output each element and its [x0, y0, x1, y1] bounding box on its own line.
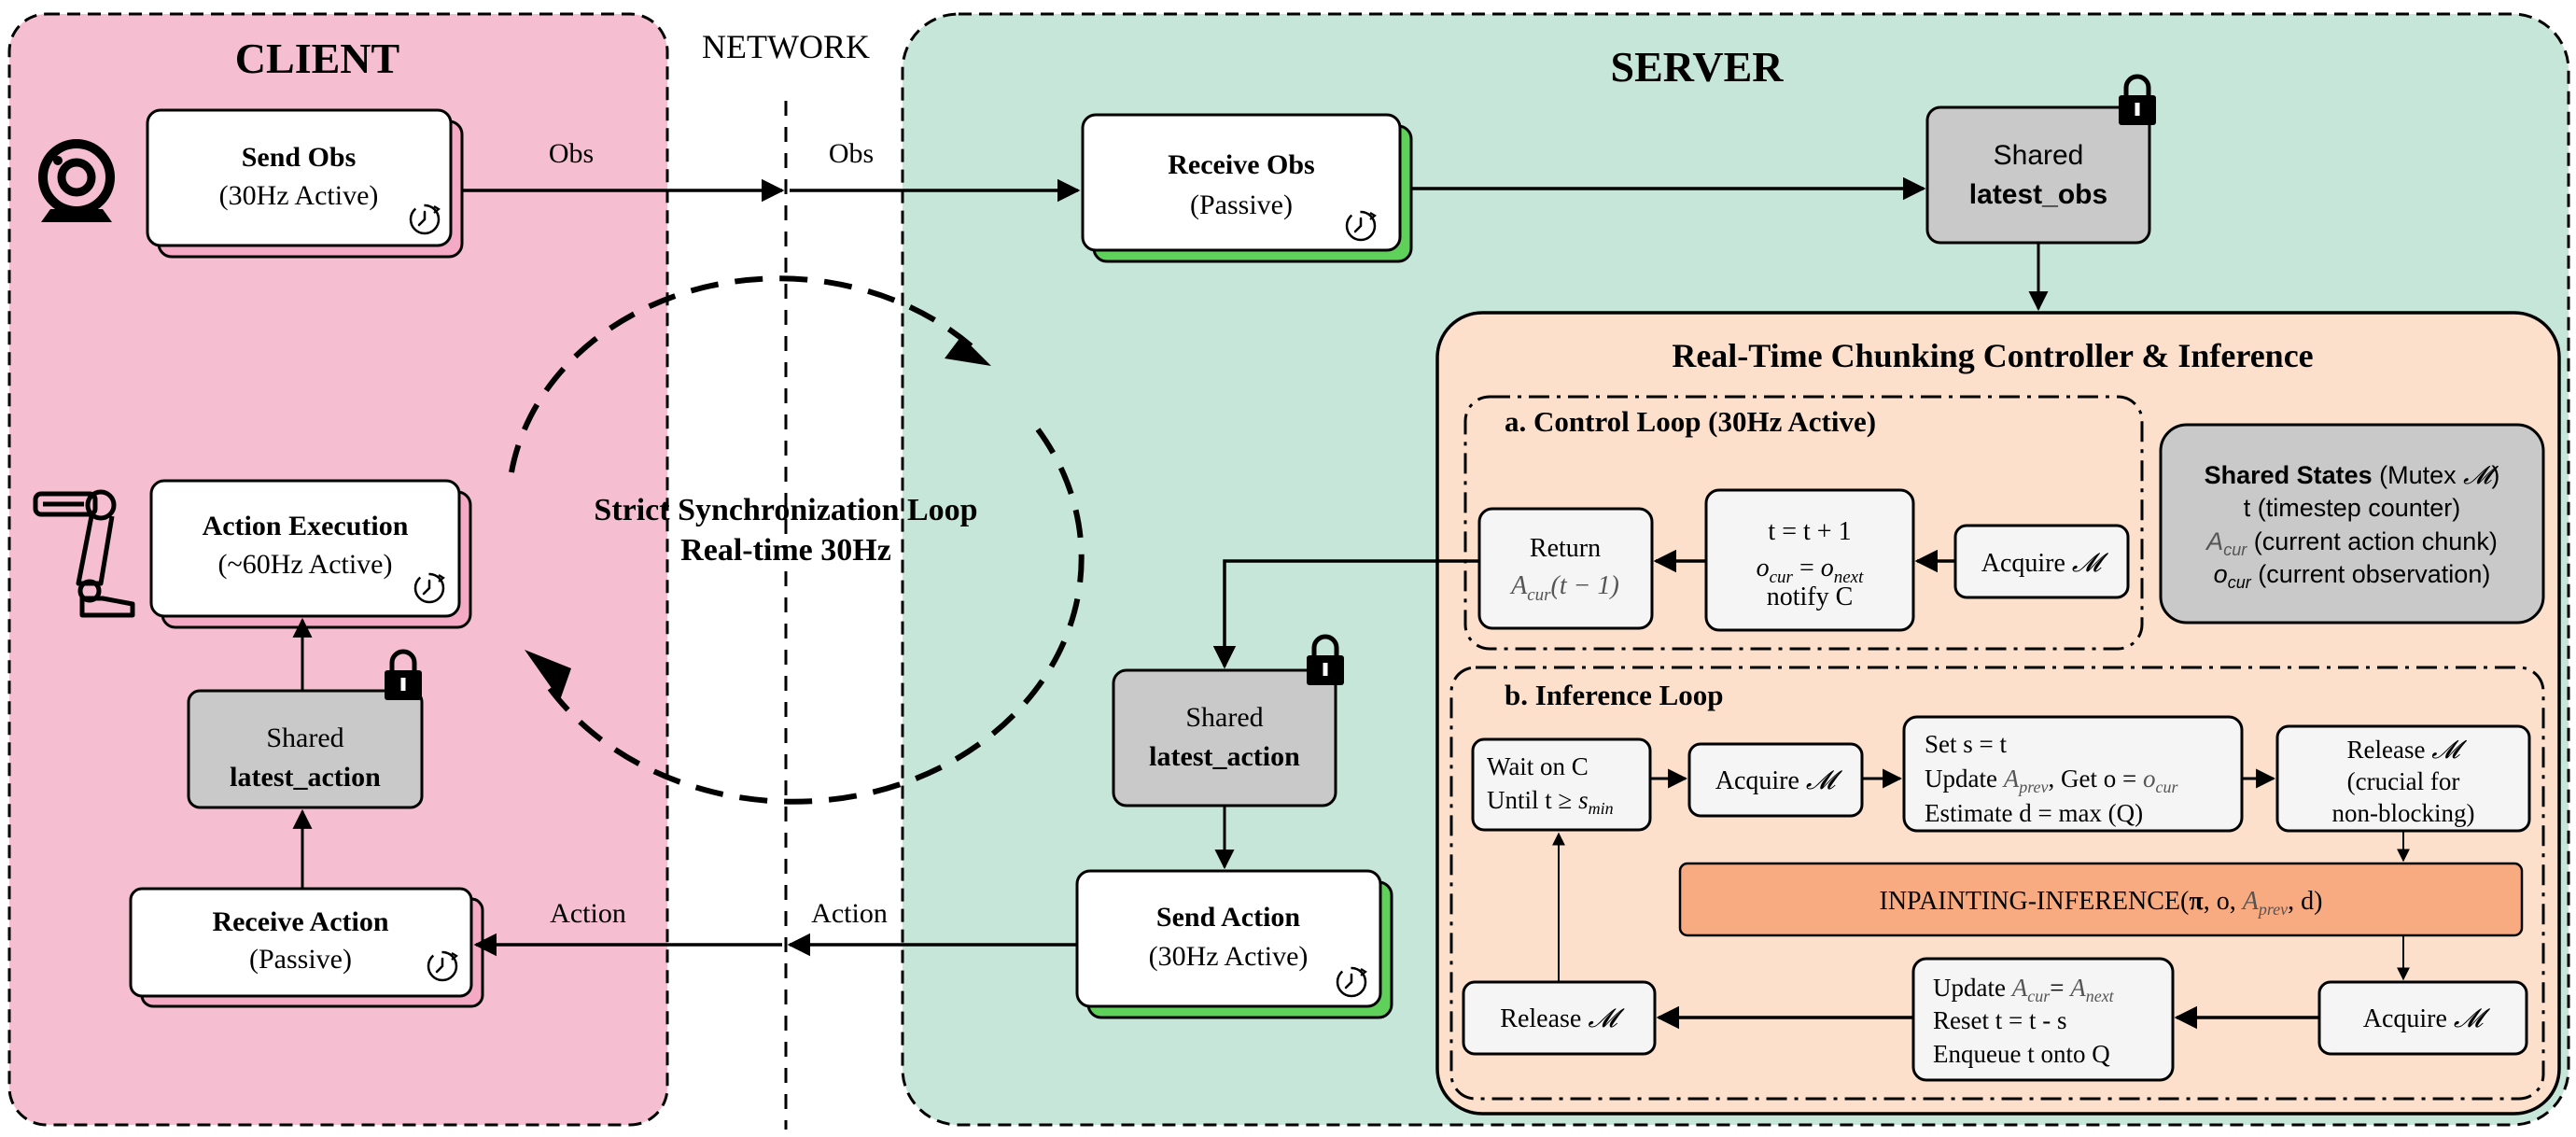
control-acquire-label: Acquire 𝓜: [1981, 549, 2109, 578]
network-title: NETWORK: [702, 28, 870, 65]
release-nonblocking-note: non-blocking): [2332, 799, 2475, 827]
release-crucial-note: (crucial for: [2347, 767, 2460, 795]
shared-obs-label: Shared: [1994, 140, 2084, 171]
server-shared-label: Shared: [1185, 702, 1263, 733]
server-panel: SERVER Receive Obs (Passive) Shared late…: [901, 12, 2570, 1127]
shared-states-t: t (timestep counter): [2244, 494, 2461, 522]
shared-states-title: Shared States (Mutex 𝓜): [2205, 461, 2500, 489]
clock-icon: [1345, 210, 1377, 242]
send-obs-title: Send Obs: [242, 142, 357, 173]
receive-action-box: Receive Action (Passive): [129, 887, 484, 1008]
clock-icon: [409, 204, 441, 235]
enqueue-line: Enqueue t onto Q: [1933, 1040, 2110, 1068]
shared-states-box: Shared States (Mutex 𝓜) t (timestep coun…: [2159, 423, 2545, 625]
inference-loop-title: b. Inference Loop: [1505, 679, 1724, 711]
client-shared-name: latest_action: [230, 762, 381, 793]
action-execution-subtitle: (~60Hz Active): [217, 549, 392, 580]
receive-action-title: Receive Action: [212, 906, 388, 937]
client-shared-action-box: Shared latest_action: [187, 652, 422, 809]
reset-t-line: Reset t = t - s: [1933, 1006, 2066, 1034]
rtc-title: Real-Time Chunking Controller & Inferenc…: [1672, 337, 2313, 374]
shared-obs-name: latest_obs: [1969, 179, 2107, 210]
sync-loop: Strict Synchronization Loop Real-time 30…: [509, 275, 1085, 805]
client-title: CLIENT: [235, 35, 399, 82]
estimate-d-line: Estimate d = max (Q): [1925, 799, 2143, 827]
obs-assign-formula: ocur = onext: [1757, 554, 1864, 587]
client-panel: CLIENT Send Obs (30Hz Active): [7, 12, 669, 1127]
action-execution-box: Action Execution (~60Hz Active): [149, 479, 472, 629]
send-obs-subtitle: (30Hz Active): [219, 180, 379, 211]
clock-icon: [427, 950, 458, 982]
action-label-server: Action: [811, 898, 888, 929]
update-aprev-line: Update Aprev, Get o = ocur: [1925, 765, 2179, 796]
client-shared-label: Shared: [266, 723, 343, 753]
tick-increment: t = t + 1: [1768, 517, 1851, 546]
release-crucial-label: Release 𝓜: [2347, 736, 2468, 764]
action-execution-title: Action Execution: [203, 511, 409, 541]
shared-states-acur: Acur (current action chunk): [2205, 527, 2498, 559]
shared-states-ocur: ocur (current observation): [2214, 560, 2491, 592]
network-column: NETWORK Obs Obs Action Action: [462, 28, 1081, 1130]
shared-latest-obs-box: Shared latest_obs: [1925, 77, 2156, 245]
server-shared-action-box: Shared latest_action: [1112, 637, 1344, 807]
receive-obs-box: Receive Obs (Passive): [1081, 113, 1413, 263]
send-action-box: Send Action (30Hz Active): [1075, 869, 1393, 1019]
control-loop-group: a. Control Loop (30Hz Active) Return Acu…: [1463, 395, 2144, 651]
send-obs-box: Send Obs (30Hz Active): [146, 108, 464, 259]
wait-until: Until t ≥ smin: [1487, 786, 1614, 818]
robot-arm-icon: [33, 489, 135, 618]
return-label: Return: [1530, 534, 1601, 563]
sync-loop-rate: Real-time 30Hz: [680, 533, 891, 568]
inference-acquire-label: Acquire 𝓜: [1715, 766, 1843, 795]
update-acur-line: Update Acur= Anext: [1933, 974, 2115, 1005]
obs-label-client: Obs: [549, 138, 594, 169]
inpainting-inference-label: INPAINTING-INFERENCE(π, o, Aprev, d): [1880, 887, 2323, 919]
clock-icon: [1336, 966, 1367, 998]
sync-loop-arc-top: [509, 275, 974, 473]
receive-action-subtitle: (Passive): [249, 944, 352, 975]
inference-acquire2-label: Acquire 𝓜: [2363, 1004, 2491, 1033]
set-s-line: Set s = t: [1925, 730, 2007, 758]
send-action-title: Send Action: [1156, 902, 1301, 933]
wait-on-c: Wait on C: [1487, 752, 1589, 780]
sync-loop-title: Strict Synchronization Loop: [594, 493, 977, 527]
inference-release2-label: Release 𝓜: [1500, 1004, 1625, 1033]
receive-obs-subtitle: (Passive): [1190, 190, 1293, 220]
receive-obs-title: Receive Obs: [1168, 149, 1314, 180]
control-loop-title: a. Control Loop (30Hz Active): [1505, 405, 1876, 438]
clock-icon: [413, 572, 445, 604]
inference-loop-group: b. Inference Loop Wait on C Until t ≥ sm…: [1449, 666, 2545, 1101]
server-title: SERVER: [1611, 43, 1785, 91]
return-formula: Acur(t − 1): [1509, 571, 1619, 605]
action-label-client: Action: [550, 898, 626, 929]
notify-c: notify C: [1767, 583, 1854, 611]
webcam-icon: [38, 139, 115, 222]
server-shared-name: latest_action: [1149, 741, 1300, 772]
obs-label-server: Obs: [829, 138, 874, 169]
send-action-subtitle: (30Hz Active): [1149, 941, 1309, 972]
rtc-controller-box: Real-Time Chunking Controller & Inferenc…: [1435, 311, 2561, 1116]
